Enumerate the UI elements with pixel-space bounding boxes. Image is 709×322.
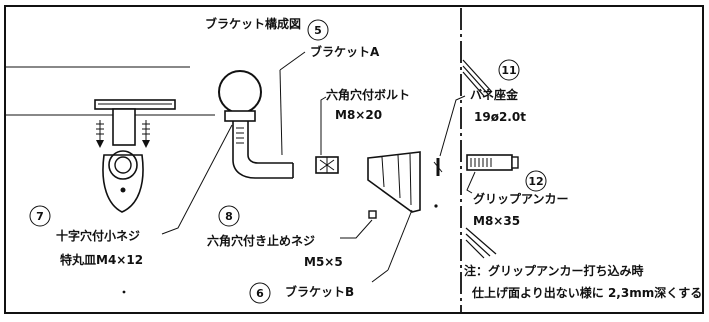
part-7-leader xyxy=(161,124,233,235)
part-11-label-1: バネ座金 xyxy=(470,87,519,102)
small-dot-2 xyxy=(122,290,126,294)
part-5-marker xyxy=(307,19,329,41)
diagram-title: ブラケット構成図 xyxy=(205,16,301,31)
part-6-label: ブラケットB xyxy=(285,284,354,299)
part-8-number: 8 xyxy=(225,210,233,223)
part-8-label-1: 六角穴付き止めネジ xyxy=(207,233,315,248)
part-12-label-2: M8×35 xyxy=(473,214,520,228)
part-12-leader xyxy=(466,171,476,194)
part-12-label-1: グリップアンカー xyxy=(473,191,569,206)
small-dot xyxy=(434,204,438,208)
part-5-leader-2 xyxy=(279,69,283,156)
part-6-leader xyxy=(387,209,413,271)
part-5-leader xyxy=(279,51,306,71)
set-screw-shape xyxy=(368,210,377,219)
part-11-leader xyxy=(439,95,466,157)
socket-assembly xyxy=(94,99,176,213)
hex-bolt-label-2: M8×20 xyxy=(335,108,382,122)
part-7-label-1: 十字穴付小ネジ xyxy=(56,228,140,243)
note-line-2: 仕上げ面より出ない様に 2,3mm深くする xyxy=(471,285,702,300)
part-6-marker xyxy=(249,282,271,304)
part-6-leader-2 xyxy=(371,269,389,283)
spring-washer-shape xyxy=(433,158,443,176)
part-6-number: 6 xyxy=(256,287,264,300)
part-11-number: 11 xyxy=(501,64,516,77)
part-5-label: ブラケットA xyxy=(310,44,380,59)
hex-bolt-label-1: 六角穴付ボルト xyxy=(326,87,410,102)
bracket-a-shape xyxy=(218,70,294,179)
part-12-marker xyxy=(525,170,547,192)
wall-hatch xyxy=(462,59,497,259)
bracket-b-shape xyxy=(367,151,421,213)
hex-bolt-shape xyxy=(315,156,339,174)
part-12-number: 12 xyxy=(528,175,543,188)
part-8-marker xyxy=(218,205,240,227)
note-line-1: 注：グリップアンカー打ち込み時 xyxy=(464,263,644,278)
hex-bolt-leader xyxy=(320,96,327,155)
part-8-label-2: M5×5 xyxy=(304,255,343,269)
part-5-number: 5 xyxy=(314,24,322,37)
outer-frame xyxy=(4,5,704,314)
part-11-label-2: 19ø2.0t xyxy=(474,110,526,124)
part-8-leader xyxy=(340,219,373,239)
part-11-marker xyxy=(498,59,520,81)
part-7-marker xyxy=(29,205,51,227)
grip-anchor-shape xyxy=(466,154,519,171)
part-7-label-2: 特丸皿M4×12 xyxy=(60,252,143,267)
part-7-number: 7 xyxy=(36,210,44,223)
